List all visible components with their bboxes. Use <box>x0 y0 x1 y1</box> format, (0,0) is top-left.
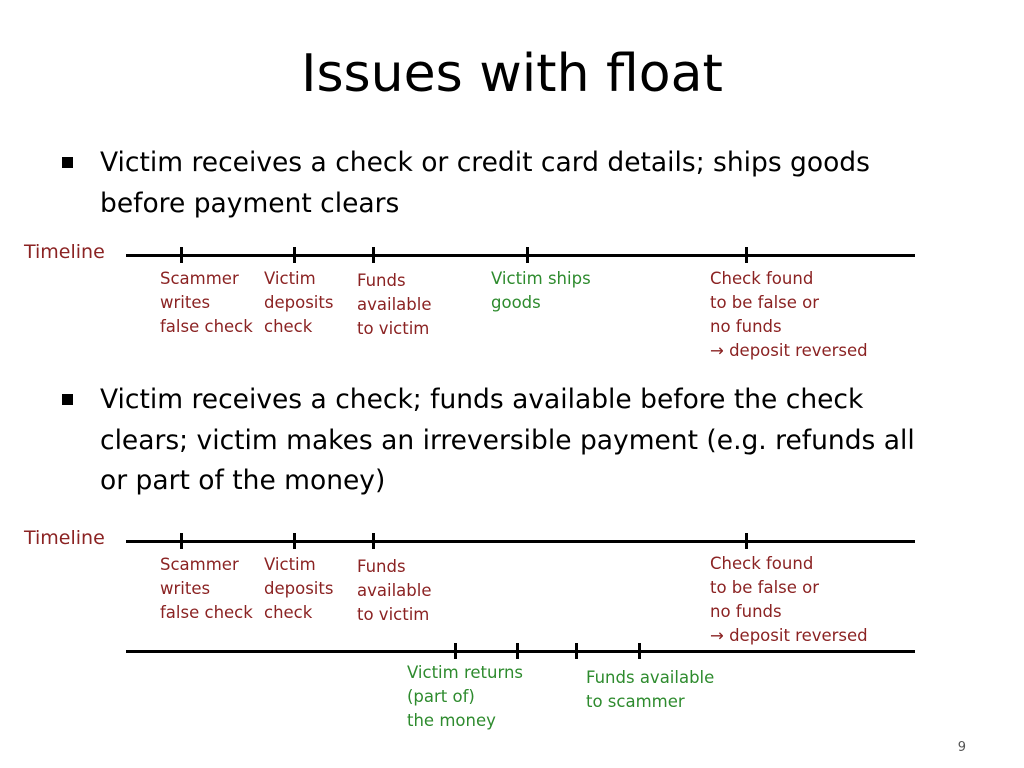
timeline-event-label: Victim returns (part of) the money <box>407 663 523 730</box>
timeline-tick <box>575 643 578 659</box>
square-bullet-icon <box>62 157 73 168</box>
timeline-tick <box>526 247 529 263</box>
timeline-tick <box>293 533 296 549</box>
timeline-event-label: Scammer writes false check <box>160 269 253 336</box>
bullet-text: Victim receives a check; funds available… <box>100 384 915 496</box>
bullet-text: Victim receives a check or credit card d… <box>100 147 870 219</box>
timeline-event-label: Funds available to scammer <box>586 668 715 711</box>
timeline-label: Timeline <box>24 241 105 263</box>
timeline-event-label: Funds available to victim <box>357 271 432 338</box>
timeline-event-label: Scammer writes false check <box>160 555 253 622</box>
timeline-tick <box>180 247 183 263</box>
timeline-axis <box>126 540 915 543</box>
timeline-event-label: Check found to be false or no funds → de… <box>710 269 868 360</box>
timeline-event-label: Victim deposits check <box>264 555 334 622</box>
timeline-label: Timeline <box>24 527 105 549</box>
timeline-tick <box>293 247 296 263</box>
timeline-tick <box>745 533 748 549</box>
timeline-axis <box>126 254 915 257</box>
timeline-tick <box>372 247 375 263</box>
timeline-tick <box>180 533 183 549</box>
page-number: 9 <box>957 740 966 755</box>
timeline-tick <box>638 643 641 659</box>
timeline-event-label: Check found to be false or no funds → de… <box>710 554 868 645</box>
timeline-event-label: Victim ships goods <box>491 269 591 312</box>
timeline-tick <box>454 643 457 659</box>
timeline-event-label: Victim deposits check <box>264 269 334 336</box>
timeline-tick <box>745 247 748 263</box>
timeline-tick <box>372 533 375 549</box>
timeline-event-label: Funds available to victim <box>357 557 432 624</box>
timeline-axis-lower <box>126 650 915 653</box>
slide-title: Issues with float <box>301 44 723 104</box>
timeline-tick <box>516 643 519 659</box>
square-bullet-icon <box>62 394 73 405</box>
